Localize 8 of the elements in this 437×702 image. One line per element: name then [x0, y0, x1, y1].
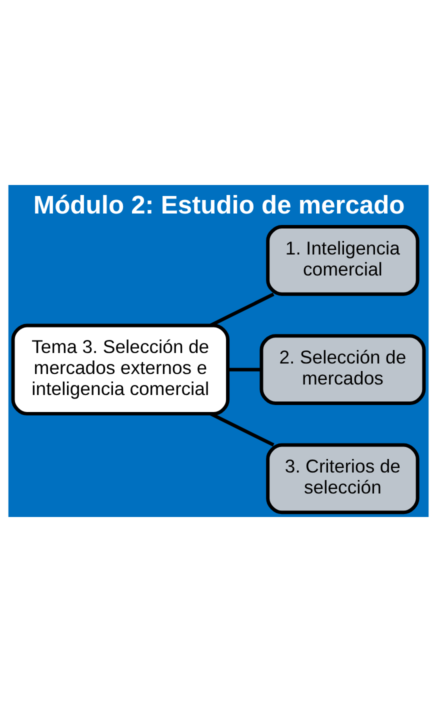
connector	[228, 368, 262, 372]
connector	[210, 292, 274, 327]
connector	[210, 412, 274, 447]
diagram-title: Módulo 2: Estudio de mercado	[33, 192, 405, 220]
node-box: 2. Selección de mercados	[260, 334, 426, 405]
node-box: Tema 3. Selección de mercados externos e inteligencia comercial	[11, 324, 230, 416]
node-box: 3. Criterios de selección	[266, 443, 420, 514]
node-box: 1. Inteligencia comercial	[266, 225, 420, 296]
